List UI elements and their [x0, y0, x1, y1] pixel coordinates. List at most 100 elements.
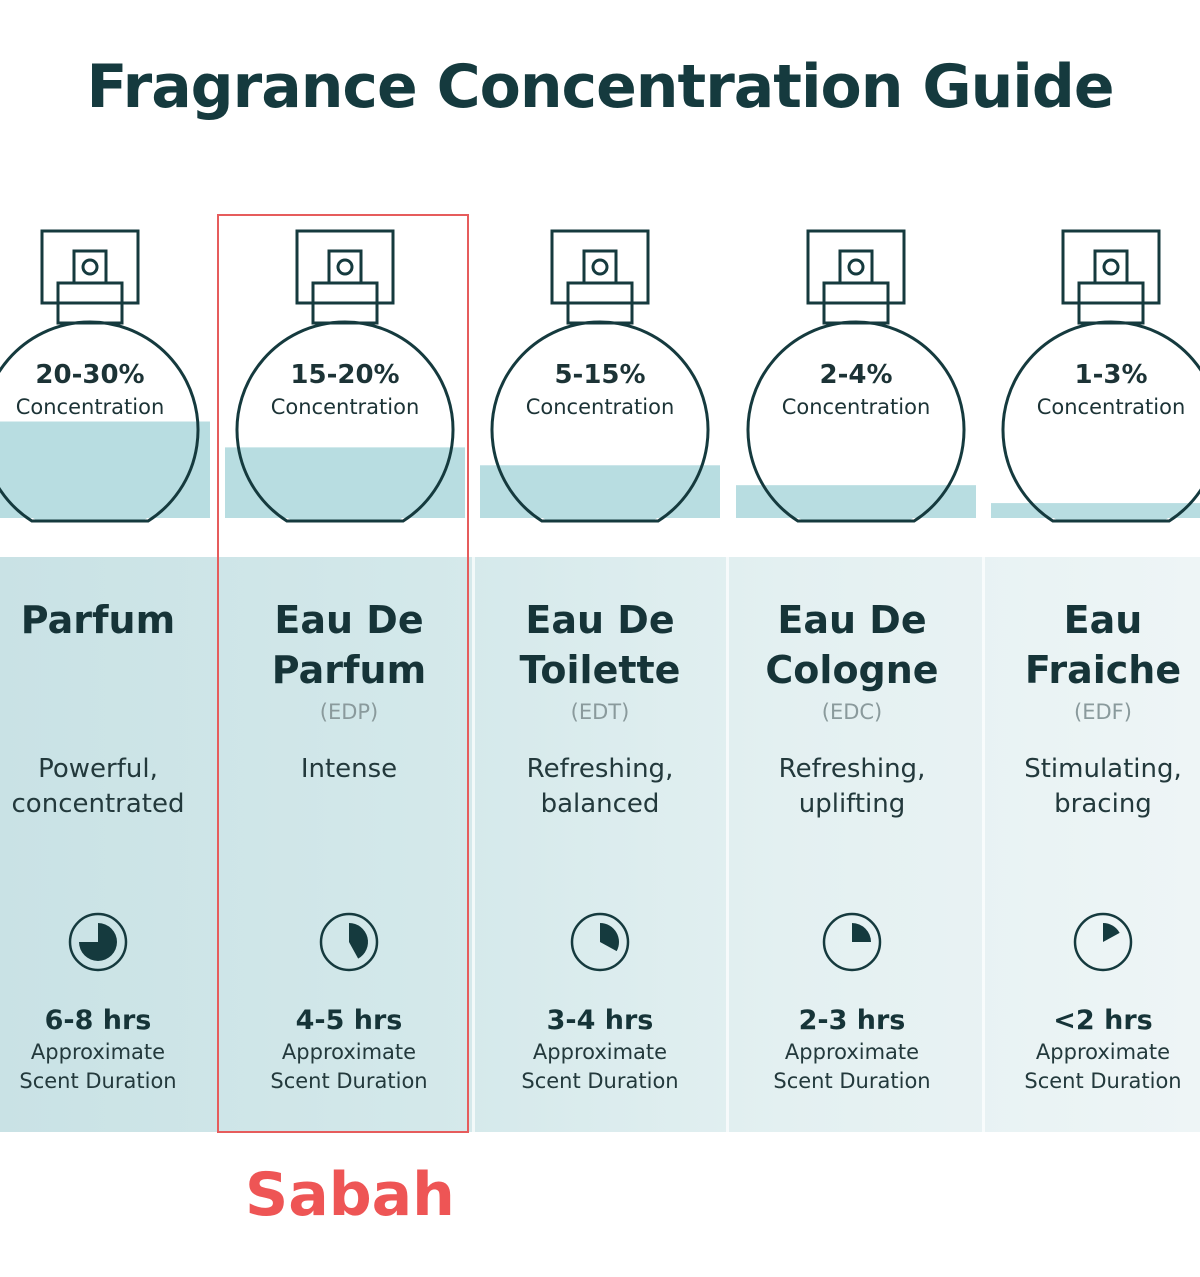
type-name: Eau De Parfum — [224, 595, 474, 695]
bottle-liquid — [480, 465, 720, 521]
concentration-label: Concentration — [270, 395, 420, 419]
bottle-cap-dot — [336, 258, 354, 276]
duration-label-line1: Approximate — [1035, 1040, 1171, 1064]
type-abbr: (EDC) — [821, 700, 883, 724]
type-description: Stimulating, bracing — [978, 752, 1200, 822]
duration-value: 2-3 hrs — [798, 1005, 906, 1036]
bottle-cap-dot — [81, 258, 99, 276]
clock-wedge — [79, 923, 117, 961]
duration-label: Approximate Scent Duration — [475, 1038, 725, 1096]
description-line1: Powerful, — [38, 754, 158, 784]
clock-icon — [822, 912, 882, 972]
concentration-label: Concentration — [1036, 395, 1186, 419]
bottle-cap-window — [838, 249, 874, 285]
duration-label: Approximate Scent Duration — [224, 1038, 474, 1096]
clock-wedge — [349, 923, 368, 959]
duration-label-line2: Scent Duration — [1024, 1069, 1182, 1093]
bottle-edp: 15-20% Concentration — [225, 225, 465, 535]
description-line1: Refreshing, — [778, 754, 926, 784]
concentration-percent: 2-4% — [819, 360, 893, 390]
clock-face — [68, 912, 128, 972]
column-edp: Eau De Parfum (EDP) Intense 4-5 hrs Appr… — [224, 557, 474, 1132]
duration-value: 6-8 hrs — [44, 1005, 152, 1036]
bottle-icon — [225, 229, 465, 523]
type-description: Refreshing, balanced — [475, 752, 725, 822]
description-line1: Refreshing, — [526, 754, 674, 784]
concentration-percent: 20-30% — [35, 360, 145, 390]
bottle-edt: 5-15% Concentration — [480, 225, 720, 535]
duration-value: <2 hrs — [1053, 1005, 1153, 1036]
bottle-icon — [480, 229, 720, 523]
column-divider — [726, 557, 729, 1132]
highlight-box — [217, 214, 469, 1133]
duration-label: Approximate Scent Duration — [978, 1038, 1200, 1096]
type-description: Refreshing, uplifting — [727, 752, 977, 822]
clock-face — [822, 912, 882, 972]
type-name-line1: Eau De — [525, 598, 675, 642]
bottle-parfum: 20-30% Concentration — [0, 225, 210, 535]
bottle-cap-dot — [847, 258, 865, 276]
column-edt: Eau De Toilette (EDT) Refreshing, balanc… — [475, 557, 725, 1132]
clock-icon — [570, 912, 630, 972]
duration-label-line1: Approximate — [30, 1040, 166, 1064]
concentration-label: Concentration — [525, 395, 675, 419]
clock-wedge — [1103, 923, 1120, 942]
type-name: Parfum — [0, 595, 223, 645]
type-name-line2: Parfum — [271, 648, 427, 692]
description-line2: concentrated — [11, 789, 185, 819]
duration-label-line2: Scent Duration — [773, 1069, 931, 1093]
concentration-percent: 1-3% — [1074, 360, 1148, 390]
type-name: Eau Fraiche — [978, 595, 1200, 695]
description-line2: uplifting — [798, 789, 906, 819]
type-abbr: (EDT) — [570, 700, 630, 724]
duration-label-line2: Scent Duration — [270, 1069, 428, 1093]
concentration-percent: 5-15% — [554, 360, 646, 390]
column-edf: Eau Fraiche (EDF) Stimulating, bracing <… — [978, 557, 1200, 1132]
column-parfum: Parfum Powerful, concentrated 6-8 hrs Ap… — [0, 557, 223, 1132]
bottle-liquid — [225, 447, 465, 521]
clock-face — [1073, 912, 1133, 972]
bottle-cap — [806, 229, 906, 305]
type-name-line1: Parfum — [20, 598, 176, 642]
bottle-cap — [40, 229, 140, 305]
annotation-label: Sabah — [245, 1160, 455, 1230]
bottle-cap-window — [1093, 249, 1129, 285]
bottle-cap-dot — [1102, 258, 1120, 276]
bottle-cap-dot — [591, 258, 609, 276]
clock-wedge — [852, 923, 871, 942]
duration-value: 3-4 hrs — [546, 1005, 654, 1036]
concentration-label: Concentration — [15, 395, 165, 419]
page-title: Fragrance Concentration Guide — [86, 52, 1114, 122]
duration-label-line2: Scent Duration — [19, 1069, 177, 1093]
clock-face — [570, 912, 630, 972]
type-name-line2: Fraiche — [1024, 648, 1182, 692]
duration-label: Approximate Scent Duration — [727, 1038, 977, 1096]
bottle-liquid — [0, 421, 210, 521]
duration-label-line2: Scent Duration — [521, 1069, 679, 1093]
type-name: Eau De Cologne — [727, 595, 977, 695]
column-divider — [472, 557, 475, 1132]
bottle-liquid — [991, 503, 1200, 521]
clock-face — [319, 912, 379, 972]
description-line2: bracing — [1054, 789, 1152, 819]
type-name: Eau De Toilette — [475, 595, 725, 695]
type-description: Powerful, concentrated — [0, 752, 223, 822]
duration-label-line1: Approximate — [532, 1040, 668, 1064]
type-abbr: (EDP) — [319, 700, 379, 724]
type-name-line2: Toilette — [519, 648, 681, 692]
clock-icon — [1073, 912, 1133, 972]
bottle-body — [0, 320, 200, 523]
bottle-cap — [1061, 229, 1161, 305]
bottle-icon — [991, 229, 1200, 523]
clock-icon — [319, 912, 379, 972]
clock-icon — [68, 912, 128, 972]
bottle-cap — [295, 229, 395, 305]
concentration-percent: 15-20% — [290, 360, 400, 390]
clock-wedge — [600, 923, 619, 952]
bottle-body — [235, 320, 455, 523]
type-name-line1: Eau De — [274, 598, 424, 642]
column-edc: Eau De Cologne (EDC) Refreshing, uplifti… — [727, 557, 977, 1132]
description-line1: Intense — [300, 754, 398, 784]
bottle-edf: 1-3% Concentration — [991, 225, 1200, 535]
bottle-cap — [550, 229, 650, 305]
